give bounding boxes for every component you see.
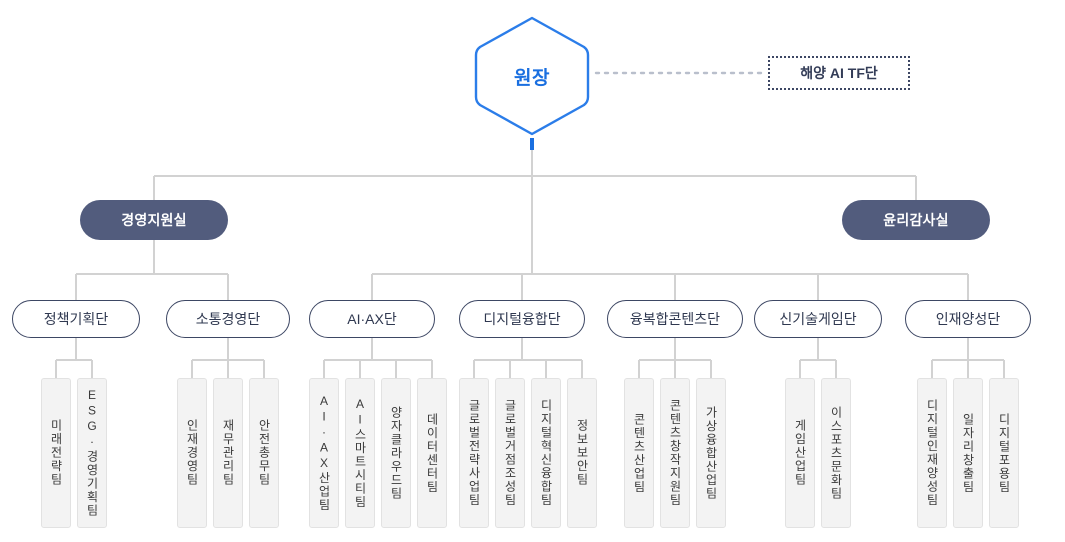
office-ethics-audit[interactable]: 윤리감사실 bbox=[842, 200, 990, 240]
division-pill[interactable]: 소통경영단 bbox=[166, 300, 290, 338]
team-box[interactable]: 안전총무팀 bbox=[249, 378, 279, 528]
team-label: 디지털혁신융합팀 bbox=[539, 399, 553, 507]
division-pill[interactable]: 정책기획단 bbox=[12, 300, 140, 338]
head-label: 원장 bbox=[514, 67, 550, 89]
team-box[interactable]: 일자리창출팀 bbox=[953, 378, 983, 528]
office-management-support[interactable]: 경영지원실 bbox=[80, 200, 228, 240]
division-pill[interactable]: 신기술게임단 bbox=[754, 300, 882, 338]
team-box[interactable]: 미래전략팀 bbox=[41, 378, 71, 528]
team-label: 일자리창출팀 bbox=[961, 412, 975, 494]
team-label: 인재경영팀 bbox=[185, 419, 199, 487]
team-label: AI스마트시티팀 bbox=[353, 397, 367, 509]
team-label: AI·AX산업팀 bbox=[317, 394, 331, 512]
division-pill[interactable]: 인재양성단 bbox=[905, 300, 1031, 338]
team-box[interactable]: 재무관리팀 bbox=[213, 378, 243, 528]
team-box[interactable]: 디지털혁신융합팀 bbox=[531, 378, 561, 528]
team-box[interactable]: AI·AX산업팀 bbox=[309, 378, 339, 528]
team-box[interactable]: 디지털포용팀 bbox=[989, 378, 1019, 528]
team-box[interactable]: 인재경영팀 bbox=[177, 378, 207, 528]
team-box[interactable]: 양자클라우드팀 bbox=[381, 378, 411, 528]
division-pill[interactable]: 디지털융합단 bbox=[459, 300, 585, 338]
team-label: 콘텐츠창작지원팀 bbox=[668, 399, 682, 507]
team-box[interactable]: 콘텐츠창작지원팀 bbox=[660, 378, 690, 528]
team-label: 가상융합산업팀 bbox=[704, 405, 718, 501]
team-box[interactable]: 디지털인재양성팀 bbox=[917, 378, 947, 528]
team-label: 미래전략팀 bbox=[49, 419, 63, 487]
team-label: 디지털포용팀 bbox=[997, 412, 1011, 494]
team-label: 이스포츠문화팀 bbox=[829, 405, 843, 501]
team-box[interactable]: 데이터센터팀 bbox=[417, 378, 447, 528]
division-pill[interactable]: AI·AX단 bbox=[309, 300, 435, 338]
team-box[interactable]: 게임산업팀 bbox=[785, 378, 815, 528]
division-pill[interactable]: 융복합콘텐츠단 bbox=[607, 300, 743, 338]
team-label: 글로벌전략사업팀 bbox=[467, 399, 481, 507]
team-label: 콘텐츠산업팀 bbox=[632, 412, 646, 494]
team-label: 재무관리팀 bbox=[221, 419, 235, 487]
team-box[interactable]: 정보보안팀 bbox=[567, 378, 597, 528]
team-box[interactable]: 글로벌전략사업팀 bbox=[459, 378, 489, 528]
team-label: 글로벌거점조성팀 bbox=[503, 399, 517, 507]
team-box[interactable]: AI스마트시티팀 bbox=[345, 378, 375, 528]
team-label: 데이터센터팀 bbox=[425, 412, 439, 494]
hexagon-icon bbox=[474, 16, 590, 136]
task-force-node[interactable]: 해양 AI TF단 bbox=[768, 56, 910, 90]
team-label: 디지털인재양성팀 bbox=[925, 399, 939, 507]
team-label: 안전총무팀 bbox=[257, 419, 271, 487]
team-box[interactable]: 콘텐츠산업팀 bbox=[624, 378, 654, 528]
team-box[interactable]: 이스포츠문화팀 bbox=[821, 378, 851, 528]
team-box[interactable]: 가상융합산업팀 bbox=[696, 378, 726, 528]
team-box[interactable]: ESG·경영기획팀 bbox=[77, 378, 107, 528]
head-node[interactable]: 원장 bbox=[472, 14, 592, 138]
team-label: 게임산업팀 bbox=[793, 419, 807, 487]
team-box[interactable]: 글로벌거점조성팀 bbox=[495, 378, 525, 528]
team-label: 양자클라우드팀 bbox=[389, 405, 403, 501]
team-label: ESG·경영기획팀 bbox=[85, 388, 99, 518]
team-label: 정보보안팀 bbox=[575, 419, 589, 487]
